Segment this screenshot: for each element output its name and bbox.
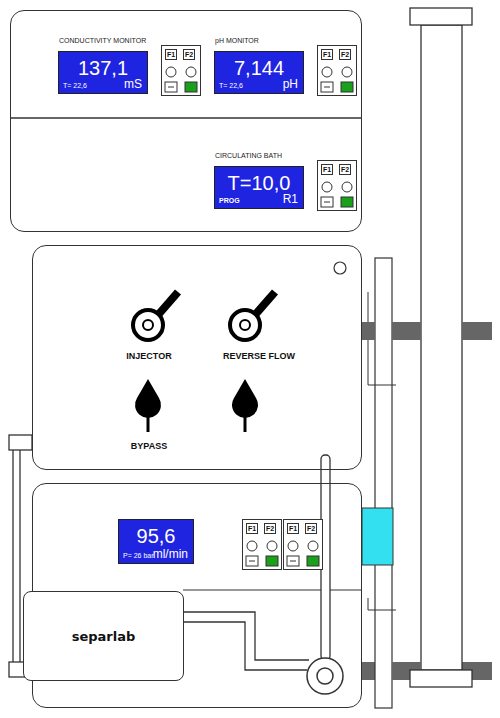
valve-panel: INJECTOR REVERSE FLOW BYPASS bbox=[32, 245, 362, 470]
status-text: P= 26 bar bbox=[123, 552, 154, 559]
indicator-led bbox=[186, 67, 196, 77]
indicator-led bbox=[288, 541, 298, 551]
valve-stem bbox=[147, 412, 150, 432]
detector-cell bbox=[362, 508, 393, 565]
minus-key bbox=[246, 556, 258, 566]
minus-key bbox=[321, 82, 333, 92]
key-label: F2 bbox=[339, 164, 351, 175]
keypad: F1 F2 bbox=[283, 519, 323, 570]
key-label: F1 bbox=[321, 164, 333, 175]
column-clamp bbox=[392, 322, 421, 340]
pump-panel: 95,6 P= 26 barml/min F1 F2 F1 F2 separlab bbox=[32, 483, 362, 708]
key-label: F1 bbox=[287, 523, 299, 534]
key-label: F2 bbox=[305, 523, 317, 534]
readout-unit: R1 bbox=[283, 193, 298, 205]
run-key bbox=[307, 556, 319, 566]
indicator-led bbox=[342, 67, 352, 77]
ph-display: pH MONITOR7,144T= 22,6pH bbox=[214, 51, 304, 94]
bracket bbox=[368, 598, 396, 610]
readout-value: 95,6 bbox=[137, 526, 176, 546]
rod-cap bbox=[9, 435, 32, 450]
minus-key bbox=[165, 82, 177, 92]
run-key bbox=[341, 82, 353, 92]
key-label: F1 bbox=[246, 523, 258, 534]
pump-head-hub bbox=[317, 668, 333, 684]
valve-handle bbox=[255, 292, 275, 315]
minus-sign bbox=[168, 87, 174, 88]
key-label: F2 bbox=[339, 49, 351, 60]
display-heading: CONDUCTIVITY MONITOR bbox=[59, 37, 146, 44]
bath-display: CIRCULATING BATHT=10,0PROGR1 bbox=[214, 166, 304, 209]
run-key bbox=[185, 82, 197, 92]
column-clamp bbox=[362, 322, 375, 340]
keypad: F1 F2 bbox=[161, 45, 201, 96]
minus-sign bbox=[324, 87, 330, 88]
support-rod bbox=[12, 450, 13, 662]
key-label: F1 bbox=[321, 49, 333, 60]
indicator-light bbox=[334, 262, 346, 274]
panel-divider bbox=[10, 117, 362, 119]
tubing bbox=[183, 612, 309, 660]
minus-sign bbox=[290, 561, 296, 562]
monitor-panel: CONDUCTIVITY MONITOR137,1T= 22,6mSF1F2pH… bbox=[10, 10, 362, 232]
keypad: F1 F2 bbox=[317, 45, 357, 96]
support-rod bbox=[19, 450, 20, 662]
minus-sign bbox=[324, 202, 330, 203]
run-key bbox=[341, 197, 353, 207]
keypad: F1 F2 bbox=[317, 160, 357, 211]
readout-unit: mS bbox=[124, 78, 142, 90]
status-text: T= 22,6 bbox=[63, 82, 87, 89]
indicator-led bbox=[267, 541, 277, 551]
pump-housing: separlab bbox=[23, 591, 184, 681]
keypad: F1 F2 bbox=[242, 519, 282, 570]
run-key bbox=[266, 556, 278, 566]
pump-head bbox=[307, 658, 343, 694]
readout-unit: pH bbox=[283, 78, 298, 90]
indicator-led bbox=[322, 67, 332, 77]
display-heading: CIRCULATING BATH bbox=[215, 152, 282, 159]
indicator-led bbox=[342, 182, 352, 192]
readout-value: 137,1 bbox=[78, 58, 128, 78]
key-label: F2 bbox=[264, 523, 276, 534]
minus-sign bbox=[249, 561, 255, 562]
status-text: T= 22,6 bbox=[219, 82, 243, 89]
minus-key bbox=[287, 556, 299, 566]
column-cap bbox=[410, 8, 472, 25]
panel-divider bbox=[183, 589, 362, 590]
indicator-led bbox=[247, 541, 257, 551]
valve-label: REVERSE FLOW bbox=[223, 352, 295, 361]
conductivity-display: CONDUCTIVITY MONITOR137,1T= 22,6mS bbox=[58, 51, 148, 94]
key-label: F1 bbox=[165, 49, 177, 60]
tubing bbox=[183, 622, 307, 670]
indicator-led bbox=[308, 541, 318, 551]
indicator-led bbox=[322, 182, 332, 192]
valve-label: BYPASS bbox=[131, 442, 167, 451]
readout-value: T=10,0 bbox=[228, 173, 291, 193]
readout-unit: ml/min bbox=[153, 548, 188, 560]
key-label: F2 bbox=[183, 49, 195, 60]
column-cap bbox=[410, 670, 472, 687]
valve-hub bbox=[240, 320, 250, 330]
valve-stem bbox=[244, 412, 247, 432]
valve-handle bbox=[158, 292, 178, 315]
mounting-rail bbox=[375, 258, 392, 708]
column-clamp bbox=[462, 322, 492, 340]
readout-value: 7,144 bbox=[234, 58, 284, 78]
display-heading: pH MONITOR bbox=[215, 37, 259, 44]
brand-label: separlab bbox=[72, 630, 136, 643]
status-text: PROG bbox=[219, 197, 240, 204]
valve-label: INJECTOR bbox=[126, 352, 171, 361]
valve-hub bbox=[143, 320, 153, 330]
indicator-led bbox=[166, 67, 176, 77]
pump-display: 95,6 P= 26 barml/min bbox=[118, 519, 194, 564]
minus-key bbox=[321, 197, 333, 207]
column-tube bbox=[421, 25, 462, 670]
